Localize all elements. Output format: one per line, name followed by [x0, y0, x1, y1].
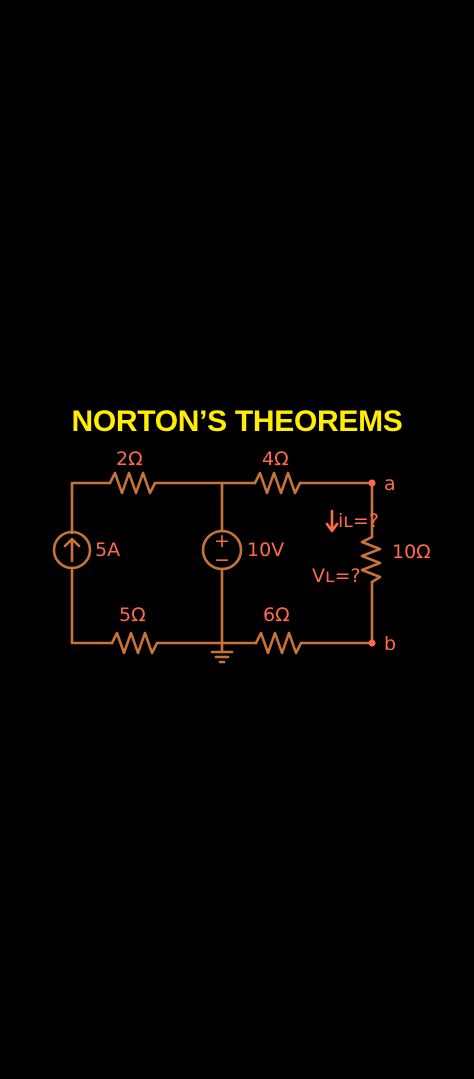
- resistor-10-ohm-label: 10Ω: [392, 541, 431, 563]
- resistor-5-ohm: [110, 631, 159, 655]
- resistor-4-ohm-label: 4Ω: [262, 448, 289, 470]
- voltage-source-plus: +: [214, 530, 230, 552]
- terminal-b-dot: [368, 639, 376, 647]
- load-current-label: iʟ=?: [338, 510, 379, 532]
- resistor-5-ohm-label: 5Ω: [119, 604, 146, 626]
- voltage-source-circle: [201, 529, 243, 571]
- current-source-arrow-icon: [63, 537, 81, 563]
- load-voltage-label: Vʟ=?: [312, 565, 361, 587]
- current-source-label: 5A: [95, 539, 120, 561]
- load-current-arrow-icon: [325, 509, 339, 533]
- resistor-10-ohm: [360, 535, 382, 584]
- voltage-source-label: 10V: [247, 539, 284, 561]
- current-source: [52, 530, 92, 570]
- page-title: NORTON’S THEOREMS: [71, 405, 403, 438]
- current-source-circle: [52, 530, 92, 570]
- resistor-2-ohm-label: 2Ω: [116, 448, 143, 470]
- voltage-source: + −: [201, 529, 243, 571]
- circuit-wires: [70, 471, 382, 664]
- resistor-6-ohm-label: 6Ω: [263, 604, 290, 626]
- terminal-a-label: a: [384, 473, 396, 495]
- wire-left-lower: [70, 566, 114, 645]
- resistor-6-ohm: [254, 631, 303, 655]
- ground-symbol: [210, 650, 234, 664]
- terminal-b-label: b: [384, 633, 396, 655]
- wire-top-left: [70, 481, 112, 535]
- voltage-source-minus: −: [214, 549, 230, 571]
- resistor-4-ohm: [253, 471, 302, 495]
- terminal-a-dot: [368, 479, 376, 487]
- resistor-2-ohm: [108, 471, 157, 495]
